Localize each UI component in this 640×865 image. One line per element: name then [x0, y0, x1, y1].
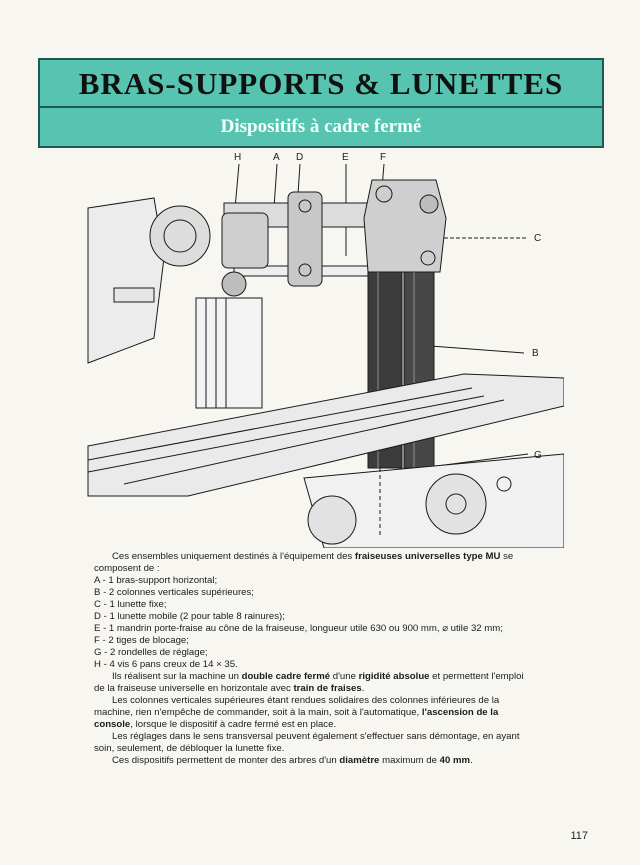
intro-paragraph: Ces ensembles uniquement destinés à l'éq… — [94, 551, 534, 575]
lunette-mobile-d — [287, 191, 323, 287]
page-header: BRAS-SUPPORTS & LUNETTES Dispositifs à c… — [38, 58, 604, 148]
paragraph-diametre: Ces dispositifs permettent de monter des… — [112, 755, 473, 766]
list-item: F - 2 tiges de blocage; — [94, 635, 189, 646]
handwheel-right — [425, 473, 487, 535]
handwheel-left — [307, 495, 357, 545]
figure-label-b: B — [532, 348, 539, 359]
paragraph-reglages: Les réglages dans le sens transversal pe… — [94, 731, 520, 754]
list-item: E - 1 mandrin porte-fraise au cône de la… — [94, 623, 503, 634]
figure-label-g: G — [534, 450, 542, 461]
figure-label-e: E — [342, 152, 349, 163]
header-divider — [40, 106, 602, 108]
list-item: B - 2 colonnes verticales supérieures; — [94, 587, 254, 598]
figure-label-d: D — [296, 152, 303, 163]
page-number: 117 — [570, 830, 588, 842]
machine-illustration: H A D E F C B G — [87, 152, 564, 548]
page-subtitle: Dispositifs à cadre fermé — [220, 116, 422, 137]
column-support — [195, 297, 263, 409]
list-item: H - 4 vis 6 pans creux de 14 × 35. — [94, 659, 238, 670]
page-title: BRAS-SUPPORTS & LUNETTES — [78, 66, 564, 101]
leader-line-d — [297, 163, 301, 195]
spindle-nose — [163, 219, 197, 253]
paragraph-colonnes: Les colonnes verticales supérieures étan… — [94, 695, 500, 730]
intro-text-end: se composent de : — [94, 551, 514, 574]
list-item: D - 1 lunette mobile (2 pour table 8 rai… — [94, 611, 285, 622]
intro-text: Ces ensembles uniquement destinés à l'éq… — [112, 551, 355, 562]
body-text: Ces ensembles uniquement destinés à l'éq… — [94, 551, 534, 767]
lunette-mobile-left — [221, 212, 269, 269]
leader-line-a — [273, 163, 278, 209]
figure-label-a: A — [273, 152, 280, 163]
arbor-nut — [221, 271, 247, 297]
paragraph-cadre-ferme: Ils réalisent sur la machine un double c… — [94, 671, 524, 694]
list-item: A - 1 bras-support horizontal; — [94, 575, 218, 586]
list-item: G - 2 rondelles de réglage; — [94, 647, 208, 658]
figure-label-f: F — [380, 152, 386, 163]
machine-head — [87, 197, 165, 364]
figure-label-c: C — [534, 233, 541, 244]
figure-label-h: H — [234, 152, 241, 163]
list-item: C - 1 lunette fixe; — [94, 599, 167, 610]
spindle-housing — [149, 205, 211, 267]
intro-emphasis: fraiseuses universelles type MU — [354, 551, 501, 562]
lever — [113, 287, 155, 303]
